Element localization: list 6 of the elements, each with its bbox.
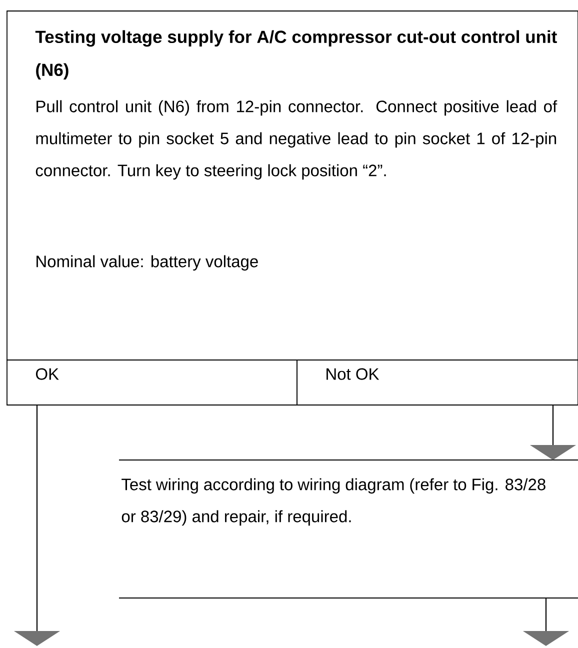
instruction-text: Test wiring according to wiring diagram (refer to Fig. 83/28 or 83/29) and repair, if required. (122, 478, 546, 526)
option-label: Not OK (326, 368, 380, 380)
nominal-value-text: Nominal value: battery voltage (36, 255, 258, 271)
option-label: OK (36, 368, 59, 380)
heading-text: Testing voltage supply for A/C compressor cut-out control unit (N6) (35, 30, 557, 80)
instruction-text: Pull control unit (N6) from 12-pin connector. Connect positive lead of multimeter to pin socket 5 and negative lead to pin socket 1 of 12-pin connector. Turn key to steering lock position “2”. (36, 100, 558, 180)
